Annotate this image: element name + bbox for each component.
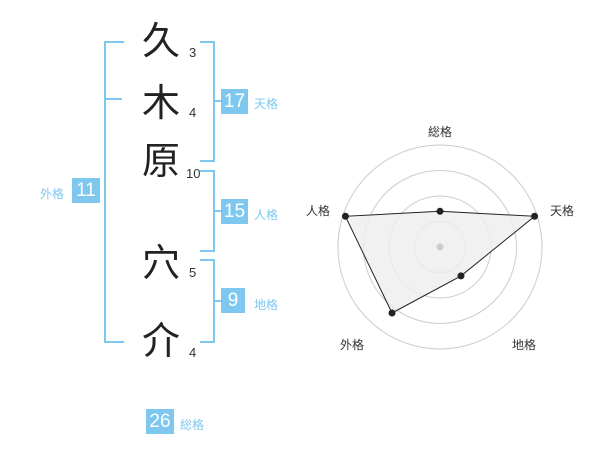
chikaku-connector	[215, 300, 222, 302]
jinkaku-value: 15	[221, 199, 248, 224]
name-char-5: 介	[142, 319, 181, 363]
soukaku-label: 総格	[180, 418, 205, 432]
tenkaku-connector	[215, 100, 222, 102]
stroke-count-4: 5	[189, 265, 197, 280]
chikaku-bracket	[200, 259, 215, 343]
tenkaku-value: 17	[221, 89, 248, 114]
gaikaku-value: 11	[72, 178, 100, 203]
soukaku-value: 26	[146, 409, 174, 434]
radar-label-tenkaku: 天格	[550, 204, 575, 218]
name-char-1: 久	[142, 19, 181, 63]
tenkaku-bracket	[200, 41, 215, 162]
tenkaku-label: 天格	[254, 97, 279, 111]
gaikaku-bracket	[104, 41, 124, 343]
chikaku-value: 9	[221, 288, 245, 313]
chikaku-label: 地格	[254, 298, 279, 312]
radar-point-1	[531, 212, 539, 220]
radar-point-3	[388, 309, 396, 317]
radar-point-4	[341, 212, 349, 220]
radar-label-soukaku: 総格	[428, 125, 453, 139]
stroke-count-5: 4	[189, 345, 197, 360]
name-char-4: 穴	[142, 241, 181, 285]
stroke-count-2: 4	[189, 105, 197, 120]
jinkaku-label: 人格	[254, 208, 279, 222]
radar-label-jinkaku: 人格	[306, 204, 331, 218]
radar-point-0	[436, 207, 444, 215]
jinkaku-connector	[215, 210, 222, 212]
radar-chart	[337, 144, 543, 350]
name-char-2: 木	[142, 81, 181, 125]
radar-label-gaikaku: 外格	[340, 338, 365, 352]
radar-point-2	[457, 272, 465, 280]
stroke-count-3: 10	[186, 166, 201, 181]
jinkaku-bracket	[200, 170, 215, 252]
name-char-3: 原	[142, 139, 181, 183]
radar-polygon	[344, 210, 536, 314]
radar-center	[436, 243, 444, 251]
gaikaku-label: 外格	[40, 187, 65, 201]
radar-label-chikaku: 地格	[512, 338, 537, 352]
gaikaku-bracket-tick	[104, 98, 122, 100]
stroke-count-1: 3	[189, 45, 197, 60]
